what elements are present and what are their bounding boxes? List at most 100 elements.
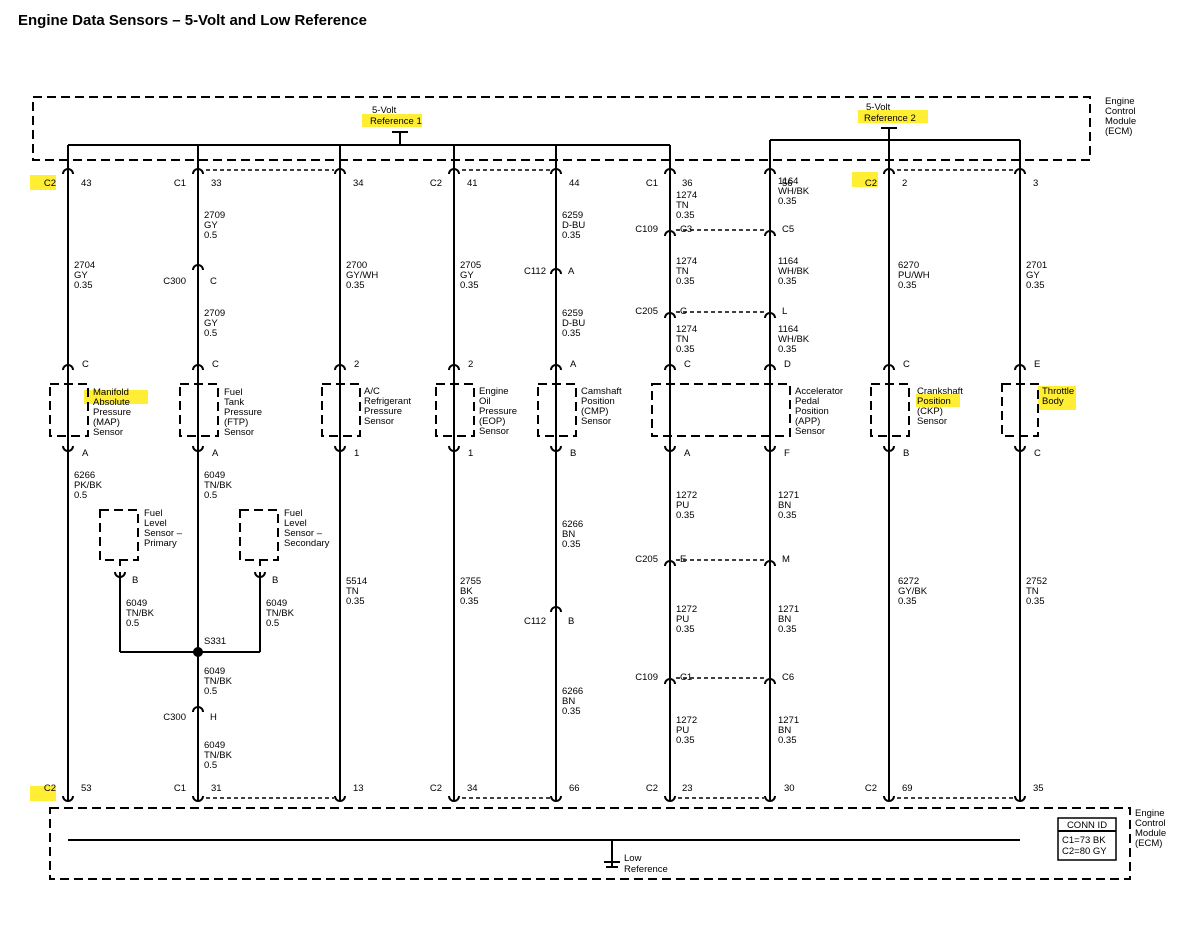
app-left-wire-5-num: 1272 bbox=[676, 604, 697, 615]
app-c205-bottom-conn: C205 bbox=[635, 554, 658, 565]
fuel-primary-wire-gauge: 0.5 bbox=[126, 618, 139, 629]
ftp-bottom-wire-3-gauge: 0.5 bbox=[204, 760, 217, 771]
cmp-c112-top-pin: A bbox=[568, 266, 575, 277]
app-right-wire-1-color: WH/BK bbox=[778, 186, 810, 197]
ecm-top-label-1: Control bbox=[1105, 106, 1136, 117]
ftp-bottom-wire-3-num: 6049 bbox=[204, 740, 225, 751]
fuel-primary-name-3: Primary bbox=[144, 538, 177, 549]
ckp-bottom-conn: C2 bbox=[865, 783, 877, 794]
tb-bottom-wire-num: 2752 bbox=[1026, 576, 1047, 587]
app-left-wire-4-color: PU bbox=[676, 500, 689, 511]
acr-top-wire-color: GY/WH bbox=[346, 270, 378, 281]
ftp-bottom-wire-1-num: 6049 bbox=[204, 470, 225, 481]
app-left-wire-4-num: 1272 bbox=[676, 490, 697, 501]
tb-bottom-pin: 35 bbox=[1033, 783, 1044, 794]
ftp-sensor-bot-cup bbox=[192, 445, 204, 452]
app-left-top-cup bbox=[664, 168, 676, 175]
ecm-top-label-3: (ECM) bbox=[1105, 126, 1132, 137]
wires bbox=[32, 96, 1131, 880]
acr-sensor-top-cup bbox=[334, 364, 346, 371]
acr-sensor-name-3: Sensor bbox=[364, 416, 394, 427]
app-left-wire-5-gauge: 0.35 bbox=[676, 624, 695, 635]
map-sensor-name-1: Absolute bbox=[93, 397, 130, 408]
map-sensor-top-cup bbox=[62, 364, 74, 371]
hl-c2-bottom bbox=[30, 786, 56, 801]
app-right-wire-2-gauge: 0.35 bbox=[778, 276, 797, 287]
app-left-wire-3-color: TN bbox=[676, 334, 689, 345]
acr-sensor-top-pin: 2 bbox=[354, 359, 359, 370]
ckp-bottom-cup bbox=[883, 795, 895, 802]
app-left-wire-2-color: TN bbox=[676, 266, 689, 277]
app-left-wire-5-color: PU bbox=[676, 614, 689, 625]
app-left-sensor-top-pin: C bbox=[684, 359, 691, 370]
app-c109-top-conn: C109 bbox=[635, 224, 658, 235]
app-right-wire-2-num: 1164 bbox=[778, 256, 798, 267]
app-c109-top-right-female bbox=[764, 230, 776, 237]
page-title: Engine Data Sensors – 5-Volt and Low Ref… bbox=[18, 12, 367, 29]
map-top-wire-color: GY bbox=[74, 270, 88, 281]
app-right-wire-2-color: WH/BK bbox=[778, 266, 810, 277]
ecm-top-frame bbox=[32, 96, 1091, 161]
fuel-primary-name-1: Level bbox=[144, 518, 167, 529]
ftp-bottom-wire-2-color: TN/BK bbox=[204, 676, 233, 687]
ecm-top-label-2: Module bbox=[1105, 116, 1136, 127]
acr-sensor-name-2: Pressure bbox=[364, 406, 402, 417]
splice-s331-label: S331 bbox=[204, 636, 226, 647]
hl-ref2 bbox=[858, 110, 928, 123]
acr-top-wire-num: 2700 bbox=[346, 260, 367, 271]
fuel-secondary-name-1: Level bbox=[284, 518, 307, 529]
eop-sensor-name-1: Oil bbox=[479, 396, 491, 407]
ftp-sensor-top-pin: C bbox=[212, 359, 219, 370]
ecm-bottom-frame bbox=[49, 807, 1131, 880]
eop-sensor-name-2: Pressure bbox=[479, 406, 517, 417]
ckp-bottom-wire-color: GY/BK bbox=[898, 586, 928, 597]
ref2-label-1: 5-Volt bbox=[866, 102, 891, 113]
ftp-bottom-wire-2-num: 6049 bbox=[204, 666, 225, 677]
map-bottom-pin: 53 bbox=[81, 783, 92, 794]
fuel-secondary-name-2: Sensor – bbox=[284, 528, 323, 539]
app-right-wire-4-gauge: 0.35 bbox=[778, 510, 797, 521]
tb-bottom-cup bbox=[1014, 795, 1026, 802]
ecm-bottom-label-1: Control bbox=[1135, 818, 1166, 829]
ckp-sensor-bot-cup bbox=[883, 445, 895, 452]
ftp-bottom-wire-3-color: TN/BK bbox=[204, 750, 233, 761]
app-right-top-pin: 56 bbox=[782, 178, 793, 189]
app-sensor-name-4: Sensor bbox=[795, 426, 825, 437]
app-sensor-name-3: (APP) bbox=[795, 416, 820, 427]
app-right-wire-3-num: 1164 bbox=[778, 324, 798, 335]
app-left-top-pin: 36 bbox=[682, 178, 693, 189]
ckp-sensor-top-pin: C bbox=[903, 359, 910, 370]
fuel-secondary-name-3: Secondary bbox=[284, 538, 330, 549]
app-left-top-conn: C1 bbox=[646, 178, 658, 189]
eop-sensor-top-cup bbox=[448, 364, 460, 371]
app-left-wire-1-color: TN bbox=[676, 200, 689, 211]
app-right-sensor-bot-cup bbox=[764, 445, 776, 452]
acr-sensor-name-0: A/C bbox=[364, 386, 380, 397]
ftp-c300-bottom-conn: C300 bbox=[163, 712, 186, 723]
cmp-bottom-wire-1-num: 6266 bbox=[562, 519, 583, 530]
app-left-wire-2-gauge: 0.35 bbox=[676, 276, 695, 287]
cmp-bottom-wire-1-color: BN bbox=[562, 529, 575, 540]
ftp-sensor-name-1: Tank bbox=[224, 397, 244, 408]
eop-top-wire-gauge: 0.35 bbox=[460, 280, 479, 291]
conn-id-header: CONN ID bbox=[1067, 820, 1107, 831]
app-left-sensor-bot-cup bbox=[664, 445, 676, 452]
fuel-secondary-wire-gauge: 0.5 bbox=[266, 618, 279, 629]
map-sensor-name-4: Sensor bbox=[93, 427, 123, 438]
ckp-top-wire-num: 6270 bbox=[898, 260, 919, 271]
fuel-primary-name-2: Sensor – bbox=[144, 528, 183, 539]
eop-top-cup bbox=[448, 168, 460, 175]
cmp-sensor-name-2: (CMP) bbox=[581, 406, 608, 417]
app-left-wire-6-color: PU bbox=[676, 725, 689, 736]
app-right-bottom-cup bbox=[764, 795, 776, 802]
tb-sensor-name-0: Throttle bbox=[1042, 386, 1074, 397]
app-c109-bottom-left-female bbox=[664, 678, 676, 685]
ftp-bottom-wire-1-gauge: 0.5 bbox=[204, 490, 217, 501]
app-c109-top-left-female bbox=[664, 230, 676, 237]
app-left-wire-1-num: 1274 bbox=[676, 190, 697, 201]
cmp-c112-bottom-female bbox=[550, 606, 562, 613]
highlights bbox=[30, 110, 1076, 801]
acr-top-cup bbox=[334, 168, 346, 175]
app-right-wire-5-gauge: 0.35 bbox=[778, 624, 797, 635]
